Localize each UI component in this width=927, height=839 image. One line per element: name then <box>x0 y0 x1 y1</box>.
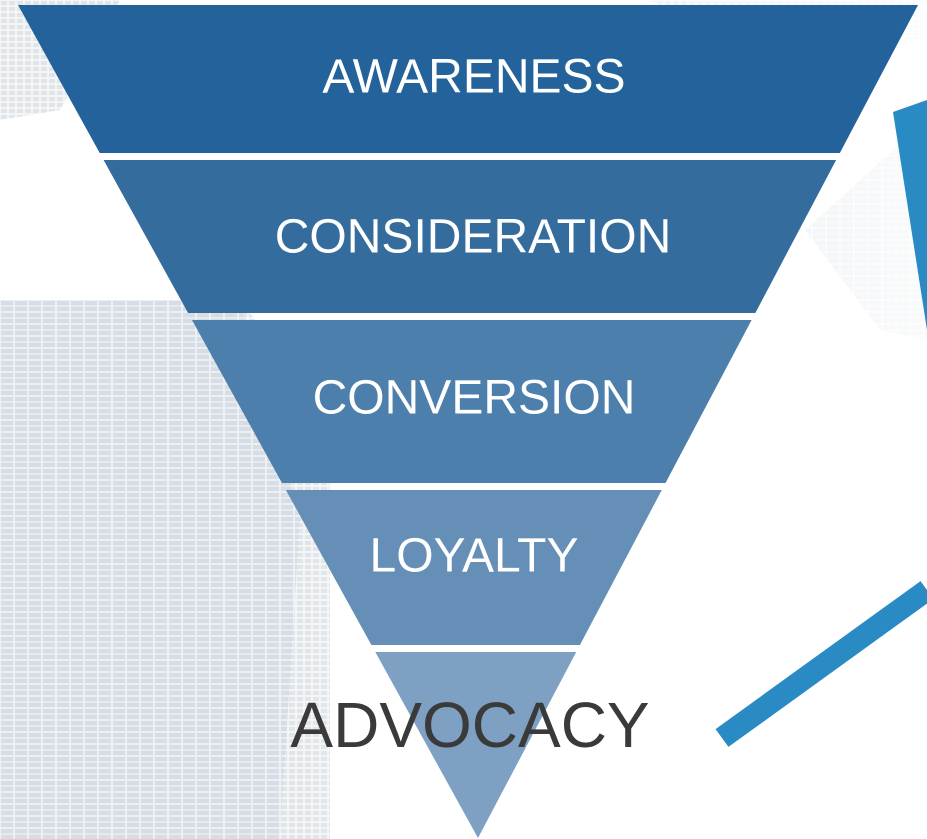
funnel-stage-loyalty <box>285 490 662 645</box>
funnel-stage-consideration <box>103 160 837 313</box>
arrow-stroke-shape <box>715 581 927 747</box>
funnel-stage-label-conversion: CONVERSION <box>313 372 636 425</box>
funnel-stage-label-loyalty: LOYALTY <box>370 530 579 583</box>
funnel-stage-label-advocacy: ADVOCACY <box>290 689 649 761</box>
funnel-stage-label-consideration: CONSIDERATION <box>275 211 671 264</box>
building-left <box>0 300 300 839</box>
funnel-stage-awareness <box>18 5 918 153</box>
funnel-stage-label-awareness: AWARENESS <box>322 51 625 104</box>
funnel-stage-conversion <box>191 320 752 483</box>
accent-arrow <box>715 100 927 747</box>
funnel-stage-advocacy <box>375 652 577 838</box>
funnel: AWARENESS CONSIDERATION CONVERSION LOYALTY A… <box>18 5 918 838</box>
arrow-head-shape <box>893 100 927 330</box>
